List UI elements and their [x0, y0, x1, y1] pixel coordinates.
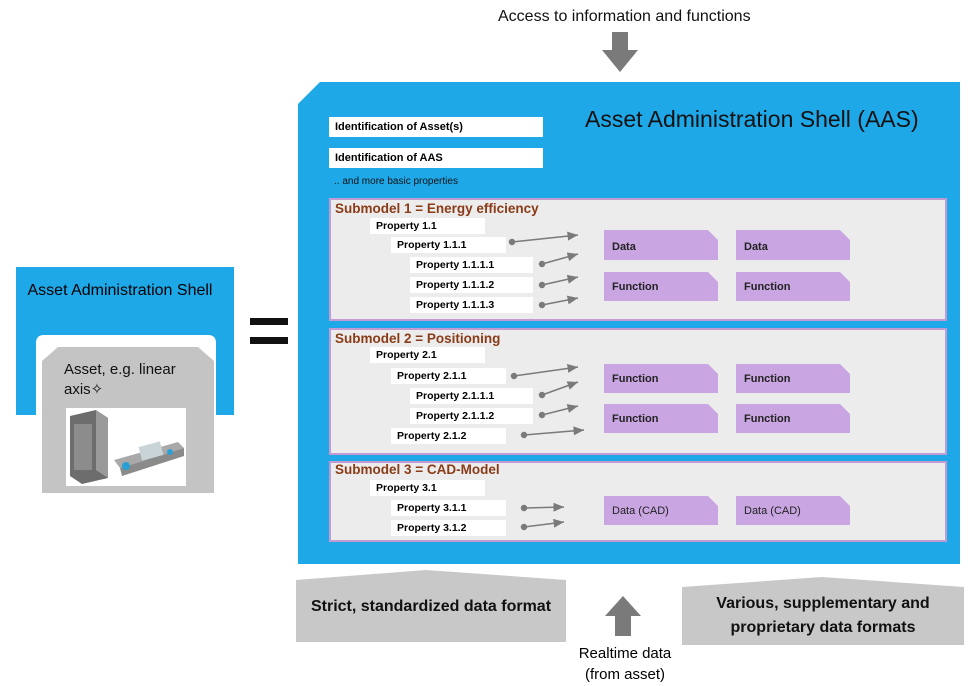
function-tile: [604, 404, 718, 433]
property-2-1-1: Property 2.1.1: [391, 368, 506, 384]
property-2-1: Property 2.1: [370, 347, 485, 363]
down-arrow-icon: [602, 32, 638, 72]
property-3-1-1: Property 3.1.1: [391, 500, 506, 516]
up-arrow-icon: [605, 596, 641, 636]
element-label: Function: [744, 281, 791, 293]
strict-format-label: Strict, standardized data format: [310, 598, 552, 615]
various-format-panel: [682, 577, 964, 645]
submodel-2-title: Submodel 2 = Positioning: [335, 331, 501, 346]
element-label: Function: [744, 373, 791, 385]
function-tile: [604, 364, 718, 393]
property-1-1-1-1: Property 1.1.1.1: [410, 257, 533, 273]
identification-aas-field: Identification of AAS: [329, 148, 543, 168]
property-1-1-1-2: Property 1.1.1.2: [410, 277, 533, 293]
property-2-1-1-1: Property 2.1.1.1: [410, 388, 533, 404]
identification-asset-field: Identification of Asset(s): [329, 117, 543, 137]
data-tile: [604, 230, 718, 260]
submodel-connections: [508, 230, 850, 531]
linear-axis-image: [66, 408, 186, 486]
element-label: Data (CAD): [744, 505, 801, 517]
submodel-3-title: Submodel 3 = CAD-Model: [335, 462, 500, 477]
cad-tile: [736, 496, 850, 525]
property-3-1: Property 3.1: [370, 480, 485, 496]
property-3-1-2: Property 3.1.2: [391, 520, 506, 536]
element-label: Function: [612, 413, 659, 425]
property-1-1-1: Property 1.1.1: [391, 237, 506, 253]
function-tile: [736, 272, 850, 301]
element-label: Data: [744, 241, 768, 253]
element-label: Data (CAD): [612, 505, 669, 517]
element-label: Function: [612, 281, 659, 293]
submodel-1-title: Submodel 1 = Energy efficiency: [335, 201, 539, 216]
strict-format-panel: [296, 570, 566, 642]
data-tile: [736, 230, 850, 260]
left-shell-label: Asset Administration Shell: [27, 282, 213, 299]
aas-title: Asset Administration Shell (AAS): [585, 106, 919, 132]
property-2-1-2: Property 2.1.2: [391, 428, 506, 444]
realtime-label: Realtime data (from asset): [578, 645, 672, 683]
left-shell-shape: [16, 267, 234, 415]
property-2-1-1-2: Property 2.1.1.2: [410, 408, 533, 424]
function-tile: [736, 404, 850, 433]
function-tile: [604, 272, 718, 301]
function-tile: [736, 364, 850, 393]
element-label: Function: [612, 373, 659, 385]
various-format-label: Various, supplementary and proprietary d…: [716, 595, 930, 636]
more-properties-label: .. and more basic properties: [334, 176, 458, 187]
asset-label: Asset, e.g. linear axis✧: [64, 361, 176, 398]
property-1-1: Property 1.1: [370, 218, 485, 234]
property-1-1-1-3: Property 1.1.1.3: [410, 297, 533, 313]
cad-tile: [604, 496, 718, 525]
element-label: Data: [612, 241, 636, 253]
element-label: Function: [744, 413, 791, 425]
